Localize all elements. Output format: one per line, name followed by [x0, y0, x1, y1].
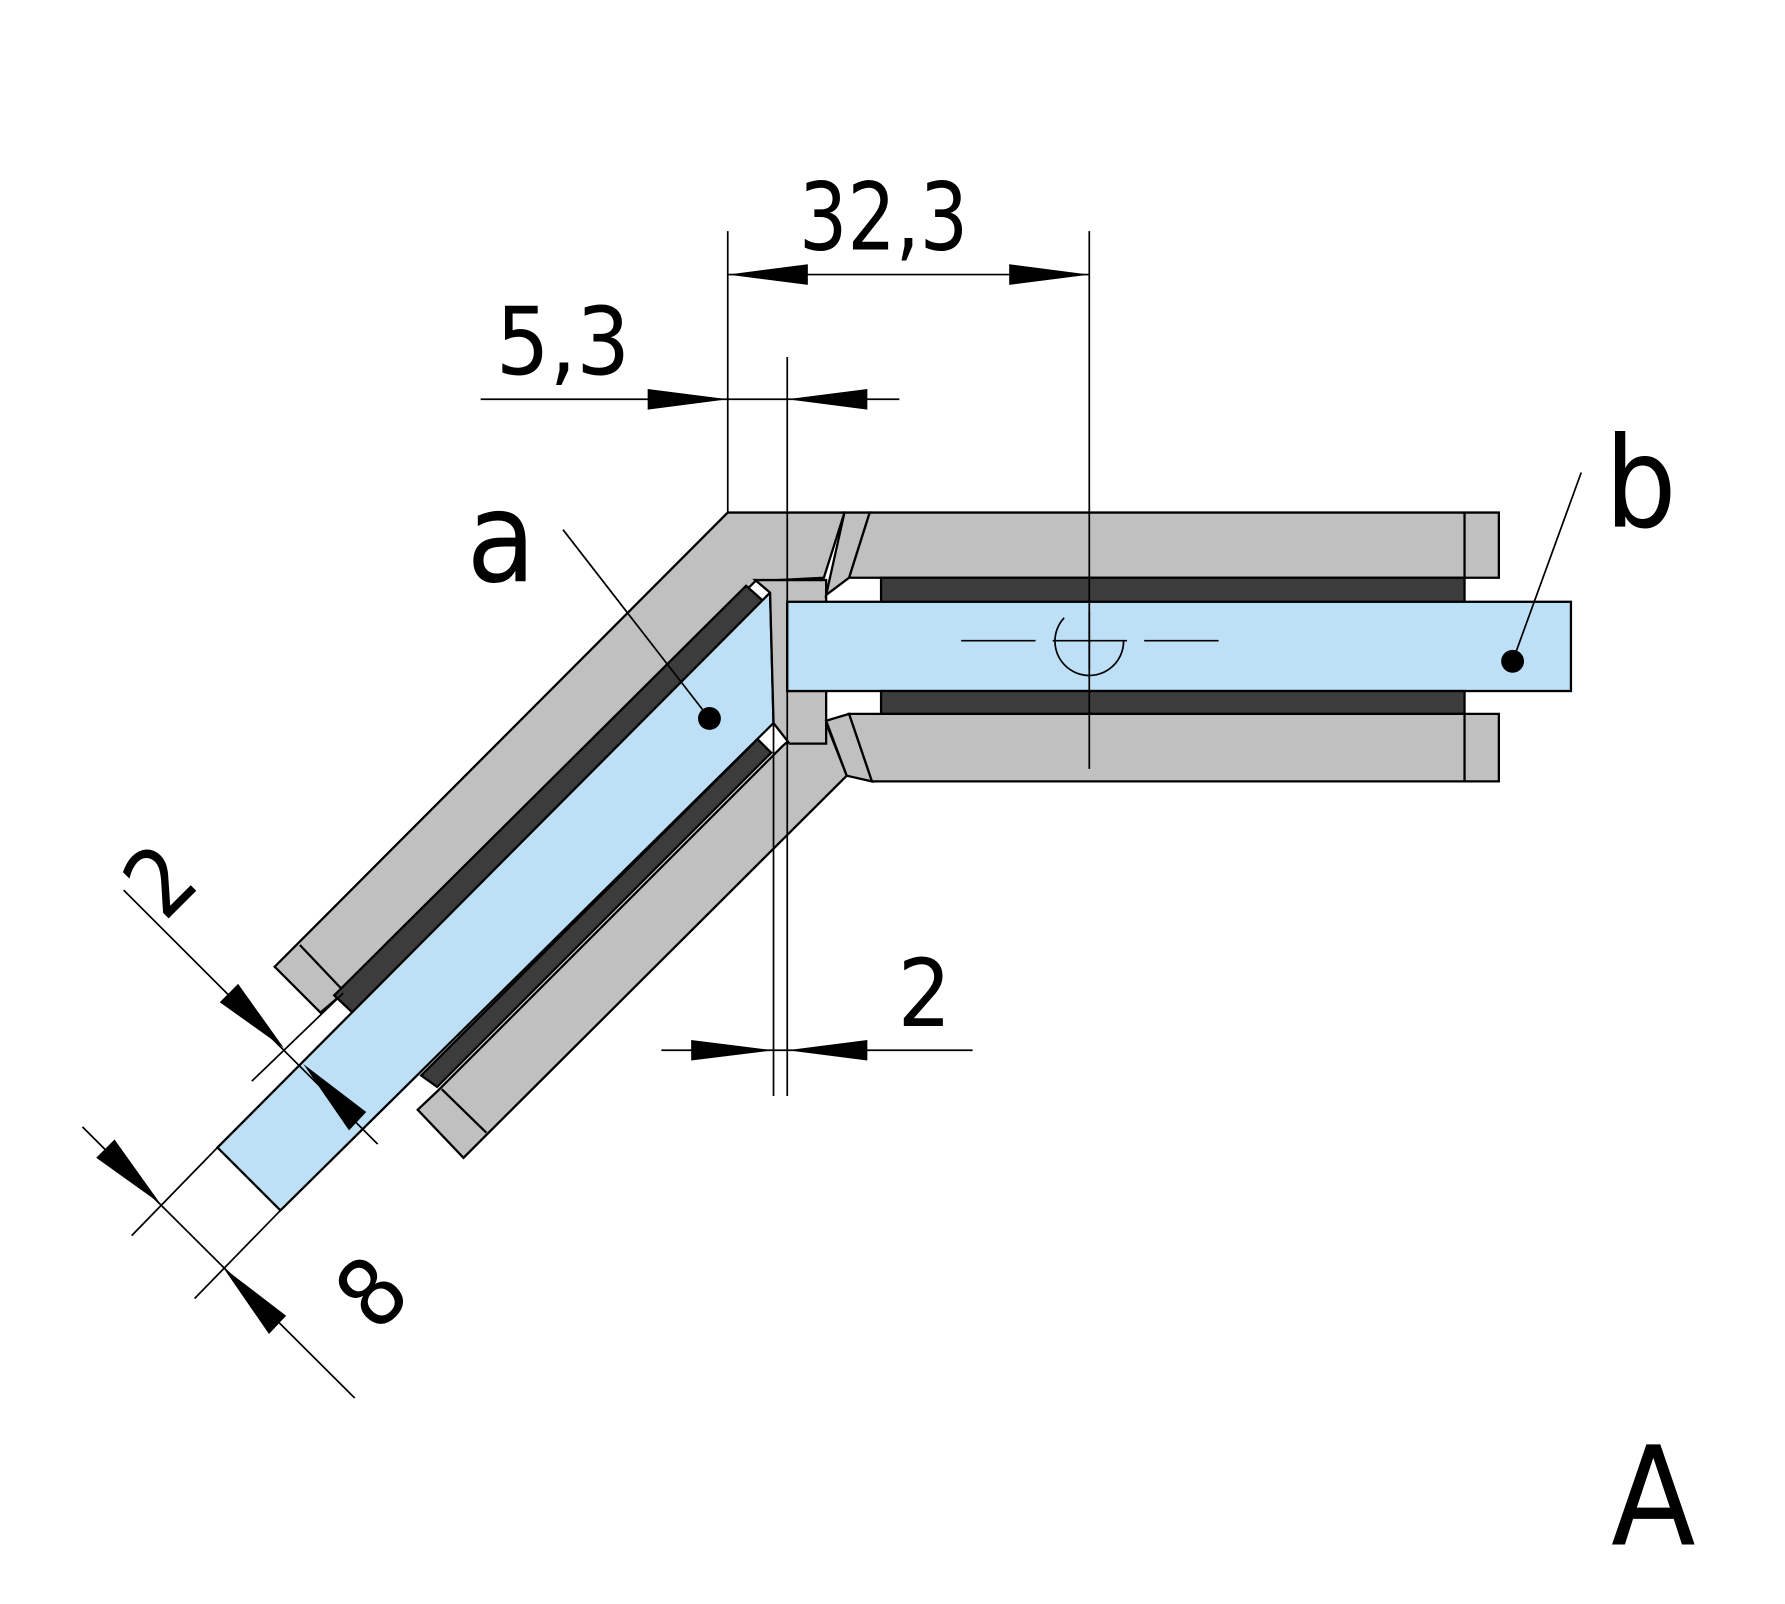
dimension-8-glass: 8 — [315, 1236, 430, 1351]
dimension-2-gasket: 2 — [103, 824, 218, 939]
view-label: A — [1611, 1419, 1695, 1578]
label-b: b — [1605, 409, 1677, 556]
dimension-2-gap: 2 — [898, 940, 952, 1049]
arrowheads — [96, 264, 1525, 1334]
label-a: a — [467, 464, 536, 611]
leader-a — [562, 529, 711, 720]
right-upper-gasket — [879, 576, 1466, 605]
right-lower-gasket — [879, 689, 1466, 716]
dimension-32-3: 32,3 — [799, 163, 968, 272]
left-lower-gasket — [419, 737, 773, 1089]
right-lower-plate — [847, 712, 1501, 783]
leader-b — [1511, 472, 1583, 662]
right-upper-plate — [847, 511, 1501, 579]
glass-b — [786, 600, 1573, 693]
dimension-5-3: 5,3 — [496, 288, 630, 397]
